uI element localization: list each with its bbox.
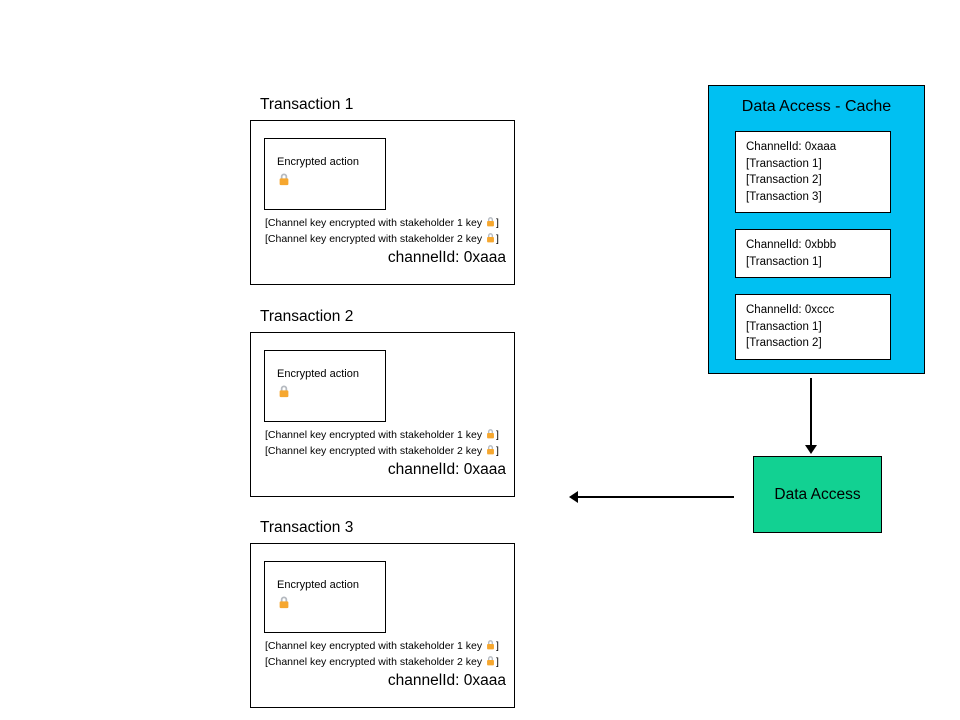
- lock-icon: [277, 172, 291, 191]
- encrypted-action-box: Encrypted action: [264, 561, 386, 633]
- key-line-bracket: ]: [496, 445, 499, 457]
- transaction-3-group: Transaction 3 Encrypted action [Channel …: [250, 513, 515, 708]
- transaction-title: Transaction 3: [260, 519, 354, 536]
- channel-key-lines: [Channel key encrypted with stakeholder …: [265, 427, 499, 459]
- cache-to-dataaccess-arrowhead-icon: [805, 445, 817, 454]
- data-access-label: Data Access: [774, 485, 861, 503]
- key-line-text: [Channel key encrypted with stakeholder …: [265, 233, 486, 245]
- cache-entry-0xaaa: ChannelId: 0xaaa [Transaction 1] [Transa…: [735, 131, 891, 213]
- transaction-1-group: Transaction 1 Encrypted action [Channel …: [250, 90, 515, 285]
- cache-transaction-ref: [Transaction 2]: [746, 337, 822, 349]
- key-line-text: [Channel key encrypted with stakeholder …: [265, 656, 486, 668]
- cache-entry-0xccc: ChannelId: 0xccc [Transaction 1] [Transa…: [735, 294, 891, 360]
- key-line-bracket: ]: [496, 233, 499, 245]
- key-line-text: [Channel key encrypted with stakeholder …: [265, 429, 486, 441]
- cache-channel-id: ChannelId: 0xaaa: [746, 141, 837, 153]
- key-line-bracket: ]: [496, 429, 499, 441]
- cache-transaction-ref: [Transaction 3]: [746, 190, 822, 203]
- cache-title: Data Access - Cache: [741, 98, 892, 115]
- channel-key-line: [Channel key encrypted with stakeholder …: [265, 638, 499, 654]
- channel-key-lines: [Channel key encrypted with stakeholder …: [265, 638, 499, 670]
- channel-key-line: [Channel key encrypted with stakeholder …: [265, 443, 499, 459]
- transaction-box: Encrypted action [Channel key encrypted …: [250, 332, 515, 497]
- channel-id-label: channelId: 0xaaa: [387, 672, 506, 689]
- key-line-text: [Channel key encrypted with stakeholder …: [265, 445, 486, 457]
- channel-id-label: channelId: 0xaaa: [387, 249, 506, 266]
- lock-icon: [485, 233, 496, 245]
- cache-to-dataaccess-arrow-line: [810, 378, 812, 446]
- encrypted-action-box: Encrypted action: [264, 350, 386, 422]
- encrypted-action-label: Encrypted action: [277, 156, 359, 168]
- channel-key-line: [Channel key encrypted with stakeholder …: [265, 215, 499, 231]
- lock-icon: [277, 384, 291, 403]
- lock-icon: [485, 656, 496, 668]
- transaction-box: Encrypted action [Channel key encrypted …: [250, 120, 515, 285]
- transaction-2-group: Transaction 2 Encrypted action [Channel …: [250, 302, 515, 497]
- transaction-box: Encrypted action [Channel key encrypted …: [250, 543, 515, 708]
- channel-key-line: [Channel key encrypted with stakeholder …: [265, 231, 499, 247]
- key-line-text: [Channel key encrypted with stakeholder …: [265, 217, 486, 229]
- data-access-box: Data Access: [753, 456, 882, 533]
- key-line-bracket: ]: [496, 640, 499, 652]
- data-access-cache-box: Data Access - Cache ChannelId: 0xaaa [Tr…: [708, 85, 925, 374]
- channel-key-line: [Channel key encrypted with stakeholder …: [265, 427, 499, 443]
- dataaccess-to-transactions-arrow-line: [577, 496, 734, 498]
- cache-transaction-ref: [Transaction 1]: [746, 320, 822, 333]
- lock-icon: [277, 595, 291, 614]
- cache-entry-0xbbb: ChannelId: 0xbbb [Transaction 1]: [735, 229, 891, 278]
- cache-channel-id: ChannelId: 0xccc: [746, 304, 835, 316]
- lock-icon: [485, 429, 496, 441]
- lock-icon: [485, 217, 496, 229]
- encrypted-action-box: Encrypted action: [264, 138, 386, 210]
- channel-key-line: [Channel key encrypted with stakeholder …: [265, 654, 499, 670]
- key-line-bracket: ]: [496, 656, 499, 668]
- cache-transaction-ref: [Transaction 2]: [746, 174, 822, 186]
- lock-icon: [485, 445, 496, 457]
- channel-key-lines: [Channel key encrypted with stakeholder …: [265, 215, 499, 247]
- lock-icon: [485, 640, 496, 652]
- cache-transaction-ref: [Transaction 1]: [746, 255, 822, 268]
- key-line-text: [Channel key encrypted with stakeholder …: [265, 640, 486, 652]
- transaction-title: Transaction 1: [260, 96, 354, 113]
- cache-channel-id: ChannelId: 0xbbb: [746, 239, 837, 251]
- channel-id-label: channelId: 0xaaa: [387, 461, 506, 478]
- transaction-title: Transaction 2: [260, 308, 354, 325]
- encrypted-action-label: Encrypted action: [277, 368, 359, 380]
- encrypted-action-label: Encrypted action: [277, 579, 359, 591]
- cache-transaction-ref: [Transaction 1]: [746, 157, 822, 170]
- dataaccess-to-transactions-arrowhead-icon: [569, 491, 578, 503]
- key-line-bracket: ]: [496, 217, 499, 229]
